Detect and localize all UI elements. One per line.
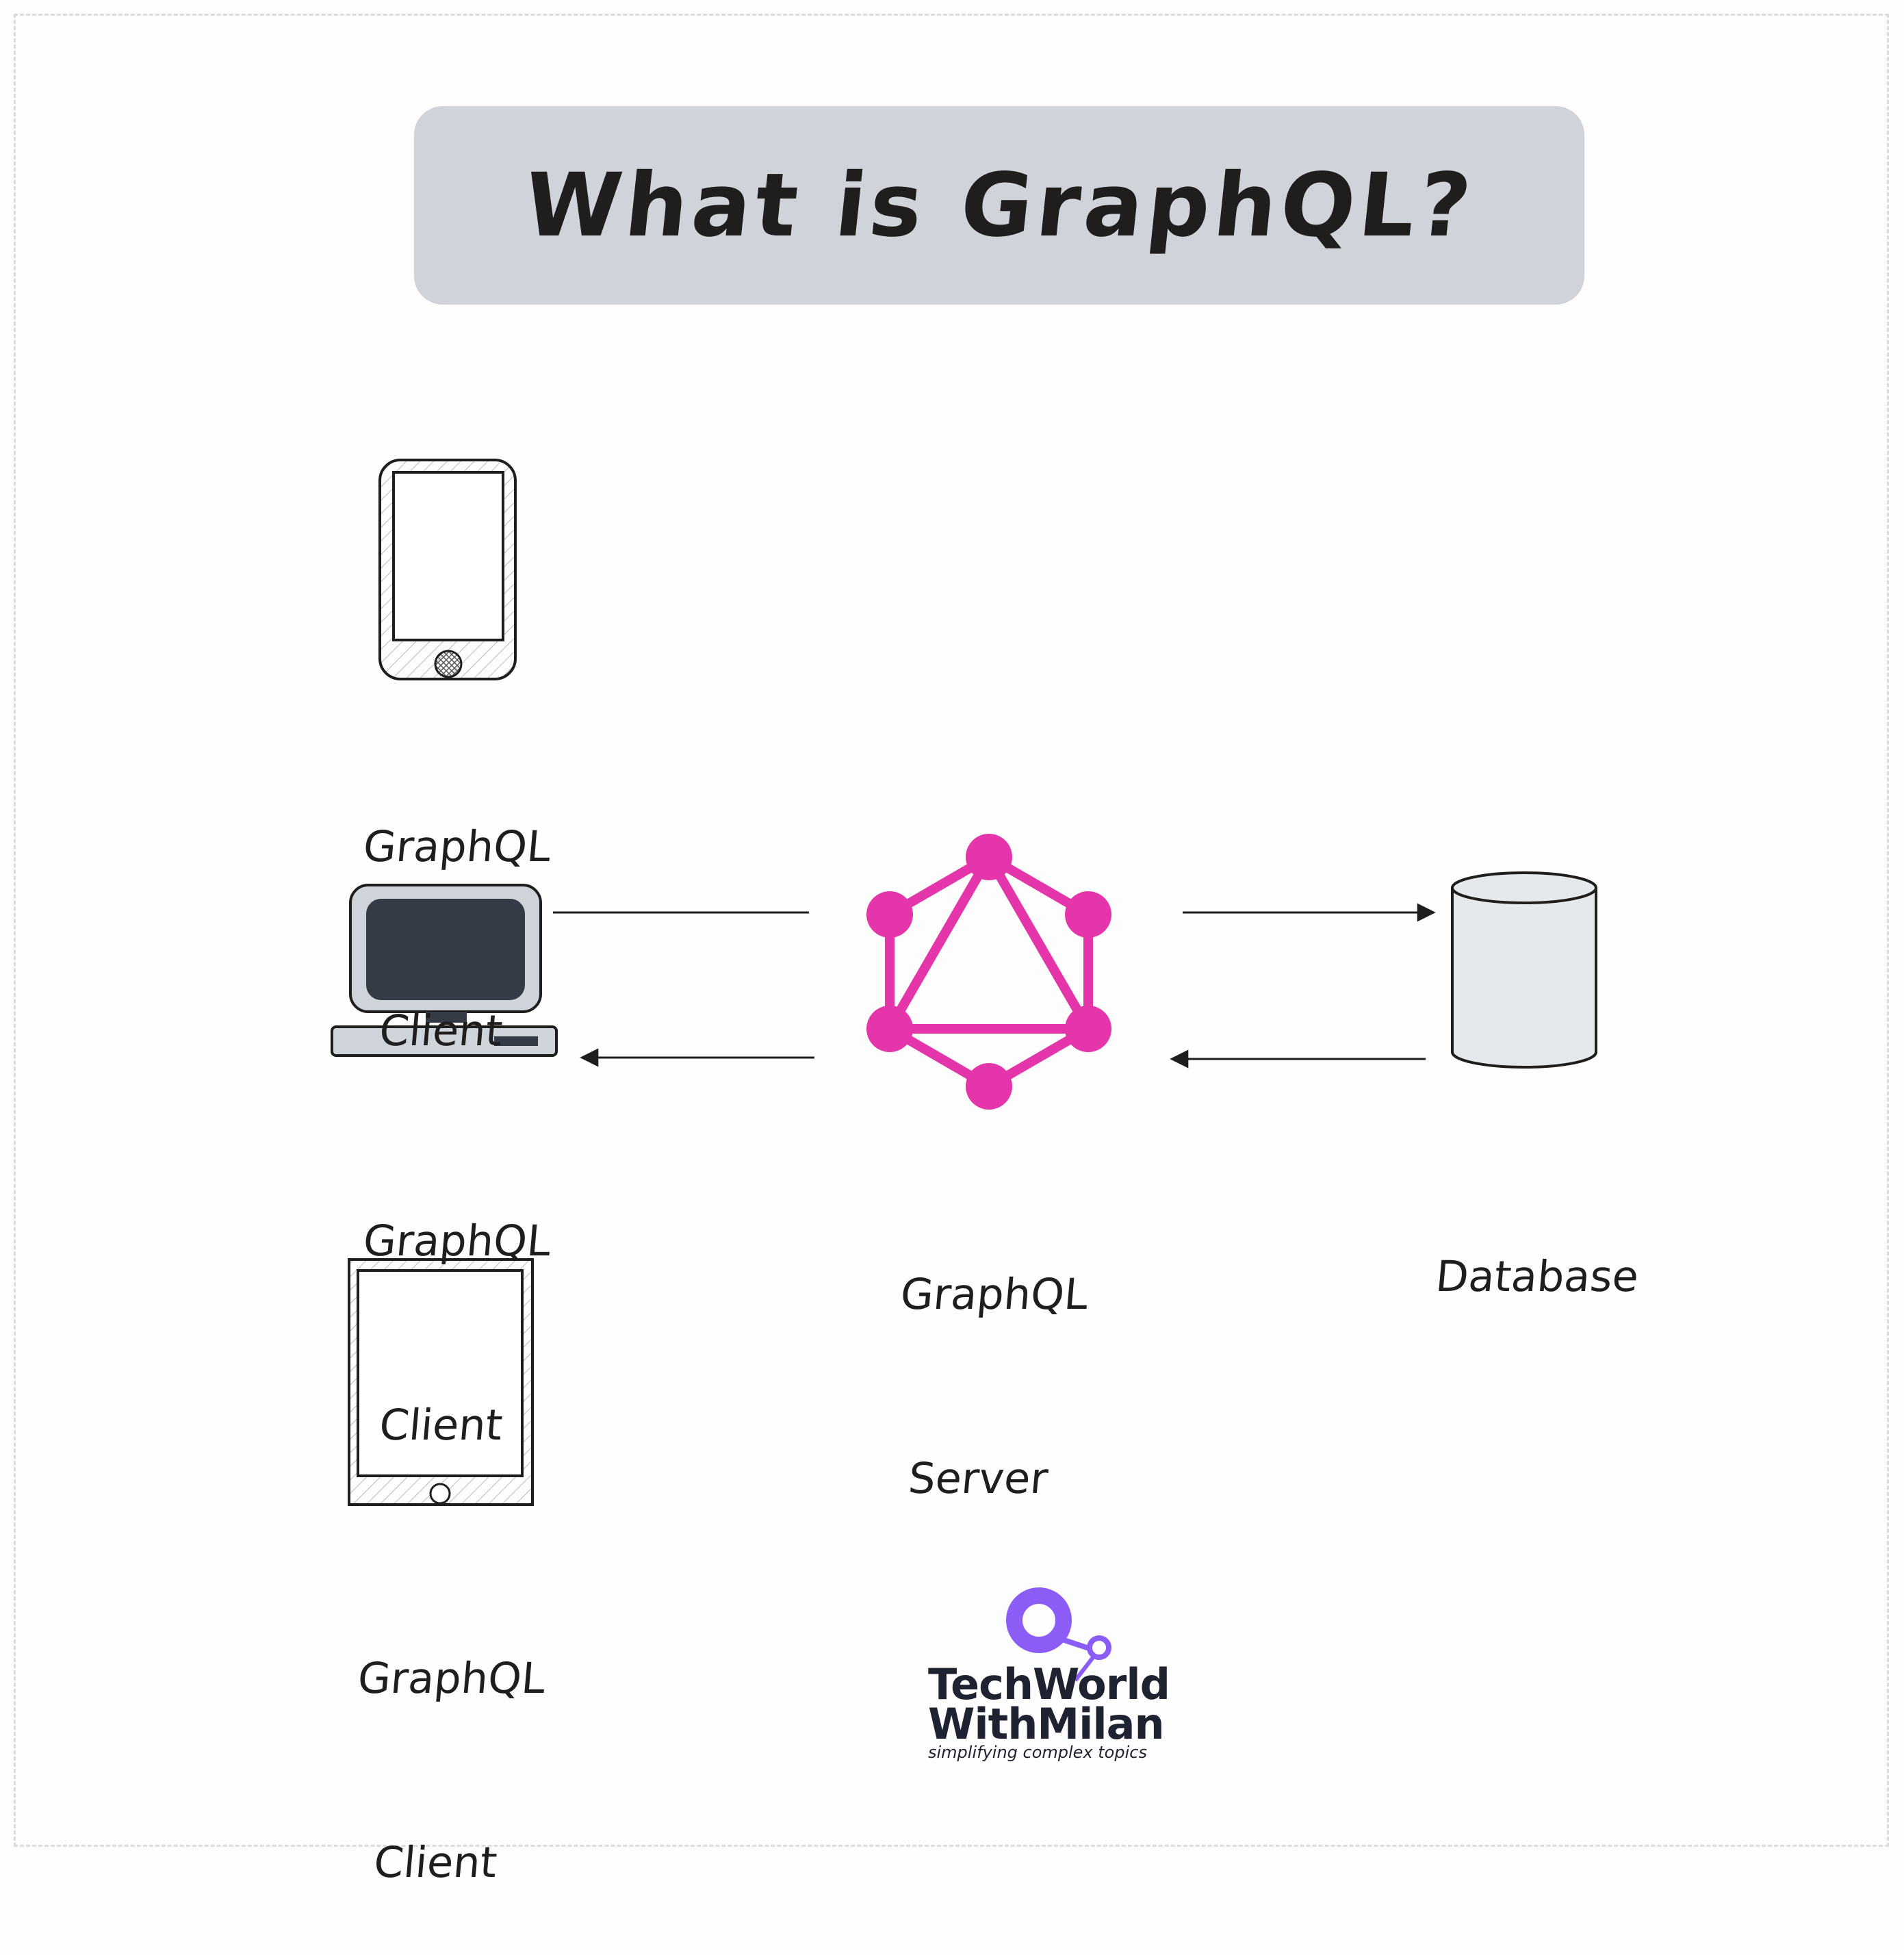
server-label: GraphQL Server — [840, 1140, 1137, 1571]
logo-tagline: simplifying complex topics — [928, 1743, 1147, 1762]
phone-client-label: GraphQL Client — [303, 693, 600, 1123]
title-banner: What is GraphQL? — [414, 106, 1584, 305]
techworld-logo-icon — [1006, 1587, 1111, 1682]
database-label: Database — [1433, 1251, 1641, 1301]
server-label-line2: Server — [906, 1453, 1051, 1504]
tablet-client-label: GraphQL Client — [297, 1524, 595, 1955]
graphql-logo-icon — [866, 834, 1111, 1110]
phone-icon — [378, 459, 517, 680]
desktop-client-label-line2: Client — [377, 1400, 505, 1451]
server-label-line1: GraphQL — [898, 1268, 1090, 1319]
tablet-client-label-line2: Client — [372, 1837, 500, 1888]
logo-wordmark-line2: WithMilan — [928, 1699, 1165, 1749]
desktop-client-label: GraphQL Client — [303, 1087, 600, 1518]
phone-client-label-line2: Client — [377, 1006, 505, 1056]
phone-client-label-line1: GraphQL — [361, 821, 553, 871]
canvas-frame — [14, 14, 1889, 1847]
tablet-client-label-line1: GraphQL — [355, 1652, 548, 1703]
logo-wordmark-line1: TechWorld — [928, 1659, 1170, 1709]
database-cylinder-icon — [1451, 871, 1597, 1069]
desktop-client-label-line1: GraphQL — [361, 1215, 553, 1266]
architecture-diagram — [331, 459, 1597, 1682]
desktop-computer-icon — [331, 884, 558, 1057]
tablet-icon — [348, 1258, 534, 1506]
